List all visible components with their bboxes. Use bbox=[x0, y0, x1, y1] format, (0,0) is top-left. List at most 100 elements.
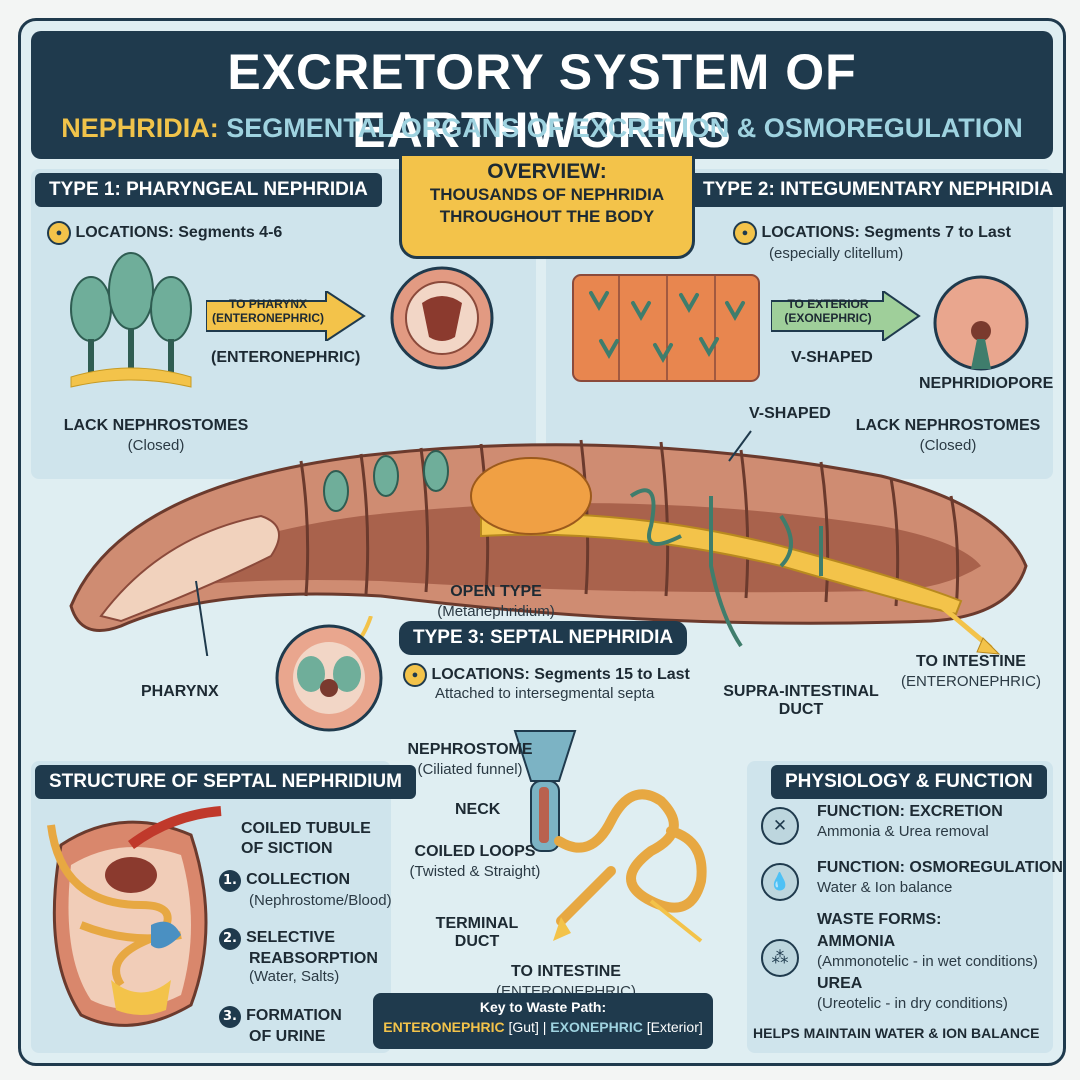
type3-locations: ● LOCATIONS: Segments 15 to Last bbox=[403, 663, 690, 687]
to-pharynx-arrow bbox=[206, 291, 366, 341]
water-drop-icon: 💧 bbox=[761, 863, 799, 901]
type2-lack-nephrostomes: LACK NEPHROSTOMES bbox=[855, 417, 1041, 434]
to-exterior-exonephric: (EXONEPHRIC) bbox=[784, 311, 872, 325]
septal-cross-section bbox=[275, 616, 383, 732]
step-note: (Water, Salts) bbox=[249, 968, 340, 985]
ammonia-note: (Ammonotelic - in wet conditions) bbox=[817, 953, 1038, 970]
excretion-icon: ✕ bbox=[761, 807, 799, 845]
terminal-duct-line1: TERMINAL bbox=[435, 915, 519, 932]
structure-step-1: 1. COLLECTION (Nephrostome/Blood) bbox=[219, 869, 392, 909]
step-note: (Nephrostome/Blood) bbox=[249, 892, 392, 909]
page-title: EXCRETORY SYSTEM OF EARTHWORMS bbox=[227, 44, 857, 158]
type3-locations-text: LOCATIONS: Segments 15 to Last bbox=[431, 666, 690, 684]
overview-title: OVERVIEW: bbox=[487, 160, 607, 183]
waste-forms-title: WASTE FORMS: bbox=[817, 911, 942, 928]
page-subtitle: NEPHRIDIA: SEGMENTAL ORGANS OF EXCRETION… bbox=[31, 113, 1053, 144]
type1-closed: (Closed) bbox=[127, 437, 185, 454]
type3-heading: TYPE 3: SEPTAL NEPHRIDIA bbox=[399, 621, 688, 655]
to-pharynx-label: TO PHARYNX (ENTERONEPHRIC) bbox=[209, 297, 327, 325]
step-title2: REABSORPTION bbox=[249, 950, 378, 967]
key-exonephric: EXONEPHRIC bbox=[550, 1019, 643, 1035]
ammonia-label: AMMONIA bbox=[817, 933, 896, 950]
overview-line2: THROUGHOUT THE BODY bbox=[439, 207, 655, 226]
key-title: Key to Waste Path: bbox=[479, 999, 607, 1015]
type2-v-shaped-2: V-SHAPED bbox=[749, 405, 831, 422]
physiology-panel bbox=[747, 761, 1053, 1053]
type1-enteronephric: (ENTERONEPHRIC) bbox=[211, 349, 361, 366]
subtitle-description: SEGMENTAL ORGANS OF EXCRETION & OSMOREGU… bbox=[226, 113, 1023, 143]
metanephridium-label: (Metanephridium) bbox=[437, 603, 555, 620]
location-pin-icon: ● bbox=[403, 663, 427, 687]
nephridiopore-illustration bbox=[933, 275, 1029, 371]
type3-attached: Attached to intersegmental septa bbox=[435, 685, 655, 702]
subtitle-nephridia: NEPHRIDIA: bbox=[61, 113, 219, 143]
type1-lack-nephrostomes: LACK NEPHROSTOMES bbox=[63, 417, 249, 434]
molecules-icon: ⁂ bbox=[761, 939, 799, 977]
earthworm-body-illustration bbox=[69, 430, 1028, 656]
key-enteronephric: ENTERONEPHRIC bbox=[383, 1019, 505, 1035]
type2-locations-text: LOCATIONS: Segments 7 to Last bbox=[761, 224, 1011, 242]
to-pharynx-enteronephric: (ENTERONEPHRIC) bbox=[211, 311, 324, 325]
step-title: SELECTIVE bbox=[246, 929, 335, 946]
neck-label: NECK bbox=[455, 801, 501, 818]
enteronephric-right: (ENTERONEPHRIC) bbox=[900, 673, 1041, 690]
type1-locations-text: LOCATIONS: Segments 4-6 bbox=[75, 224, 283, 242]
to-intestine-label: TO INTESTINE bbox=[511, 963, 621, 980]
pharynx-label: PHARYNX bbox=[141, 683, 219, 700]
structure-step-2: 2. SELECTIVE REABSORPTION (Water, Salts) bbox=[219, 927, 378, 985]
to-exterior-label: TO EXTERIOR (EXONEPHRIC) bbox=[773, 297, 883, 325]
septal-nephridium-illustration bbox=[513, 730, 707, 943]
type2-locations: ● LOCATIONS: Segments 7 to Last bbox=[733, 221, 1011, 245]
function-excretion-note: Ammonia & Urea removal bbox=[817, 823, 989, 840]
supra-intestinal-label: SUPRA-INTESTINAL DUCT bbox=[711, 683, 891, 719]
key-box: Key to Waste Path: ENTERONEPHRIC [Gut] |… bbox=[373, 993, 713, 1049]
type2-locations-note: (especially clitellum) bbox=[769, 245, 904, 262]
twisted-straight-label: (Twisted & Straight) bbox=[409, 863, 541, 880]
step-title: COLLECTION bbox=[246, 871, 351, 888]
infographic-frame: EXCRETORY SYSTEM OF EARTHWORMS NEPHRIDIA… bbox=[18, 18, 1066, 1066]
coiled-tubule-label: COILED TUBULE OF SICTION bbox=[241, 819, 371, 859]
overview-line1: THOUSANDS OF NEPHRIDIA bbox=[429, 185, 665, 204]
function-osmoregulation-title: FUNCTION: OSMOREGULATION bbox=[817, 859, 1063, 876]
key-enteronephric-note: [Gut] bbox=[508, 1019, 539, 1035]
terminal-duct-label: TERMINAL DUCT bbox=[417, 915, 537, 951]
header-banner: EXCRETORY SYSTEM OF EARTHWORMS NEPHRIDIA… bbox=[31, 31, 1053, 159]
pharyngeal-nephridia-illustration bbox=[70, 252, 192, 388]
step-number: 3. bbox=[219, 1006, 241, 1028]
key-legend: ENTERONEPHRIC [Gut] | EXONEPHRIC [Exteri… bbox=[373, 1019, 713, 1035]
type2-closed: (Closed) bbox=[919, 437, 977, 454]
structure-heading: STRUCTURE OF SEPTAL NEPHRIDIUM bbox=[35, 765, 416, 799]
type1-locations: ● LOCATIONS: Segments 4-6 bbox=[47, 221, 282, 245]
urea-label: UREA bbox=[817, 975, 863, 992]
physiology-heading: PHYSIOLOGY & FUNCTION bbox=[771, 765, 1047, 799]
urea-note: (Ureotelic - in dry conditions) bbox=[817, 995, 1008, 1012]
to-exterior-text: TO EXTERIOR bbox=[787, 297, 869, 311]
step-number: 1. bbox=[219, 870, 241, 892]
ciliated-funnel-label: (Ciliated funnel) bbox=[417, 761, 523, 778]
coiled-tubule-line1: COILED TUBULE bbox=[241, 820, 371, 837]
to-pharynx-text: TO PHARYNX bbox=[228, 297, 307, 311]
to-intestine-right: TO INTESTINE bbox=[916, 653, 1026, 670]
key-exonephric-note: [Exterior] bbox=[646, 1019, 703, 1035]
type2-heading: TYPE 2: INTEGUMENTARY NEPHRIDIA bbox=[689, 173, 1063, 207]
integumentary-nephridia-illustration bbox=[572, 274, 760, 382]
structure-illustration bbox=[47, 806, 222, 1027]
supra-intestinal-line2: DUCT bbox=[778, 701, 824, 718]
pharynx-cross-section bbox=[390, 266, 494, 370]
nephrostome-label: NEPHROSTOME bbox=[407, 741, 533, 758]
to-exterior-arrow bbox=[771, 291, 921, 341]
key-separator: | bbox=[542, 1019, 547, 1035]
structure-step-3: 3. FORMATION OF URINE bbox=[219, 1005, 342, 1046]
open-type-label: OPEN TYPE bbox=[450, 583, 542, 600]
type1-heading: TYPE 1: PHARYNGEAL NEPHRIDIA bbox=[35, 173, 382, 207]
nephridiopore-label: NEPHRIDIOPORE bbox=[919, 375, 1054, 392]
location-pin-icon: ● bbox=[47, 221, 71, 245]
type2-v-shaped: V-SHAPED bbox=[791, 349, 873, 366]
physiology-footer: HELPS MAINTAIN WATER & ION BALANCE bbox=[753, 1025, 1040, 1041]
terminal-duct-line2: DUCT bbox=[454, 933, 500, 950]
function-excretion-title: FUNCTION: EXCRETION bbox=[817, 803, 1003, 820]
overview-banner: OVERVIEW: THOUSANDS OF NEPHRIDIA THROUGH… bbox=[399, 153, 695, 259]
step-title2: OF URINE bbox=[249, 1028, 326, 1045]
coiled-tubule-line2: OF SICTION bbox=[241, 840, 333, 857]
function-osmoregulation-note: Water & Ion balance bbox=[817, 879, 953, 896]
